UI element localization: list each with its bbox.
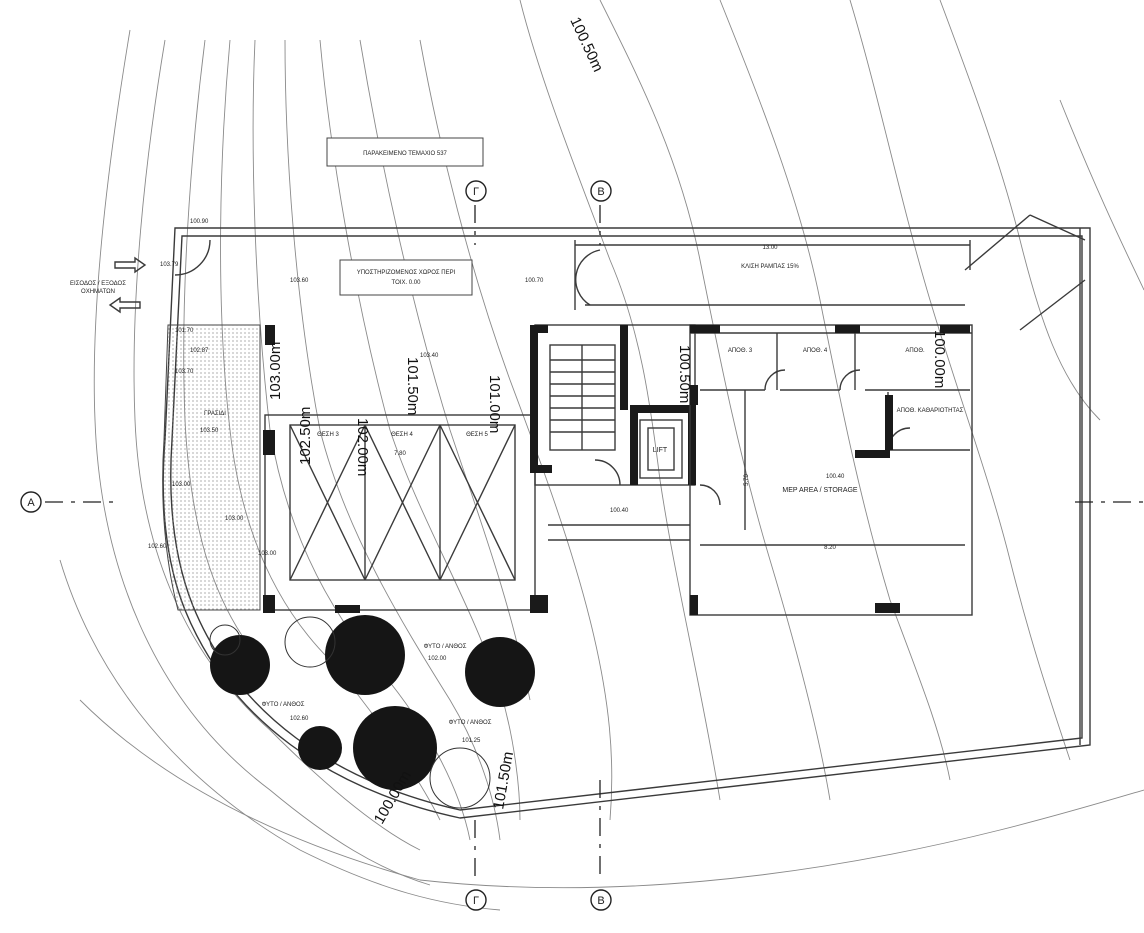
room-label-4: ΑΠΟΘ. ΚΑΘΑΡΙΟΤΗΤΑΣ	[897, 408, 964, 414]
mid-note-box: ΥΠΟΣΤΗΡΙΖΟΜΕΝΟΣ ΧΩΡΟΣ ΠΕΡΙ ΤΟΙΧ. 0.00	[339, 259, 473, 296]
level-7: 103.50	[200, 428, 219, 434]
ramp-note: ΚΛΙΣΗ ΡΑΜΠΑΣ 15%	[741, 264, 799, 270]
parking-label-3: ΘΕΣΗ 5	[466, 432, 488, 438]
level-10: 102.60	[148, 544, 167, 550]
level-13: 102.00	[428, 656, 447, 662]
entrance-note: ΕΙΣΟΔΟΣ / ΕΞΟΔΟΣ ΟΧΗΜΑΤΩΝ	[70, 256, 147, 314]
room-label-3: ΑΠΟΘ.	[905, 348, 925, 354]
parking-label-1: ΘΕΣΗ 3	[317, 432, 339, 438]
contour-lines	[59, 0, 1144, 911]
level-15: 101.25	[462, 738, 481, 744]
stair-core	[530, 324, 721, 541]
lift-label: LIFT	[653, 447, 668, 454]
contour-label-10150b: 101.50m	[490, 750, 517, 810]
level-5: 102.87	[190, 348, 209, 354]
level-16: 101.70	[175, 328, 194, 334]
svg-text:B: B	[597, 186, 604, 198]
grass-area	[162, 324, 261, 611]
svg-text:ΕΙΣΟΔΟΣ / ΕΞΟΔΟΣ: ΕΙΣΟΔΟΣ / ΕΞΟΔΟΣ	[70, 281, 126, 287]
parking-label-2: ΘΕΣΗ 4	[391, 432, 413, 438]
grid-lines	[45, 205, 1144, 880]
contour-label-10250: 102.50m	[297, 407, 314, 465]
parking-area	[263, 325, 548, 613]
svg-text:Γ: Γ	[473, 186, 479, 198]
svg-text:ΟΧΗΜΑΤΩΝ: ΟΧΗΜΑΤΩΝ	[81, 289, 115, 295]
dim-top: 13.00	[762, 245, 778, 251]
level-11: 103.40	[420, 353, 439, 359]
level-8: 103.00	[172, 482, 191, 488]
room-label-1: ΑΠΟΘ. 3	[728, 348, 753, 354]
trees	[209, 615, 535, 809]
level-2: 103.79	[160, 262, 179, 268]
contour-label-top: 100.50m	[566, 15, 606, 75]
level-14: 102.60	[290, 716, 309, 722]
axis-bubble-gamma-bottom: Γ	[465, 889, 487, 911]
level-4: 100.70	[525, 278, 544, 284]
planting-label-2: ΦΥΤΟ / ΑΝΘΟΣ	[262, 702, 305, 708]
storage-level: 100.40	[826, 474, 845, 480]
level-markers: 100.90 103.79 103.60 100.70 102.87 103.7…	[148, 219, 629, 744]
contour-label-10100: 101.00m	[486, 375, 503, 433]
contour-label-10050: 100.50m	[676, 345, 693, 403]
storage-label: MEP AREA / STORAGE	[782, 487, 858, 494]
svg-text:Γ: Γ	[473, 895, 479, 907]
level-12: 100.40	[610, 508, 629, 514]
ramp	[174, 214, 1086, 331]
level-3: 103.60	[290, 278, 309, 284]
contour-label-10300: 103.00m	[267, 342, 284, 400]
level-6: 103.70	[175, 369, 194, 375]
top-note-box: ΠΑΡΑΚΕΙΜΕΝΟ ΤΕΜΑΧΙΟ 537	[326, 137, 484, 167]
svg-text:ΠΑΡΑΚΕΙΜΕΝΟ ΤΕΜΑΧΙΟ 537: ΠΑΡΑΚΕΙΜΕΝΟ ΤΕΜΑΧΙΟ 537	[363, 151, 447, 157]
contour-label-10200: 102.00m	[354, 418, 371, 476]
contour-label-10150: 101.50m	[404, 357, 421, 415]
svg-text:B: B	[597, 895, 604, 907]
level-17: 103.00	[258, 551, 277, 557]
level-9: 103.00	[225, 516, 244, 522]
contour-labels: 100.50m 102.50m 102.00m 101.50m 101.00m …	[267, 15, 948, 827]
svg-text:ΤΟΙΧ. 0.00: ΤΟΙΧ. 0.00	[392, 280, 422, 286]
svg-text:A: A	[27, 497, 35, 509]
axis-bubble-gamma-top: Γ	[465, 180, 487, 202]
dim-parking: 7.80	[394, 451, 406, 457]
axis-bubble-beta-top: B	[590, 180, 612, 202]
room-label-2: ΑΠΟΘ. 4	[803, 348, 828, 354]
level-1: 100.90	[190, 219, 209, 225]
dim-storage: 8.20	[824, 545, 836, 551]
garden-label: ΓΡΑΣΙΔΙ	[204, 411, 226, 417]
axis-bubble-beta-bottom: B	[590, 889, 612, 911]
planting-label-1: ΦΥΤΟ / ΑΝΘΟΣ	[424, 644, 467, 650]
axis-bubble-alpha-left: A	[20, 491, 42, 513]
grid-axis-markers: Γ B A Γ B	[20, 180, 612, 911]
storage-block	[689, 324, 973, 616]
contour-label-10000: 100.00m	[931, 330, 948, 388]
svg-text:ΥΠΟΣΤΗΡΙΖΟΜΕΝΟΣ ΧΩΡΟΣ ΠΕΡΙ: ΥΠΟΣΤΗΡΙΖΟΜΕΝΟΣ ΧΩΡΟΣ ΠΕΡΙ	[357, 270, 456, 276]
planting-label-3: ΦΥΤΟ / ΑΝΘΟΣ	[449, 720, 492, 726]
dim-vertical: 5.70	[744, 474, 750, 486]
